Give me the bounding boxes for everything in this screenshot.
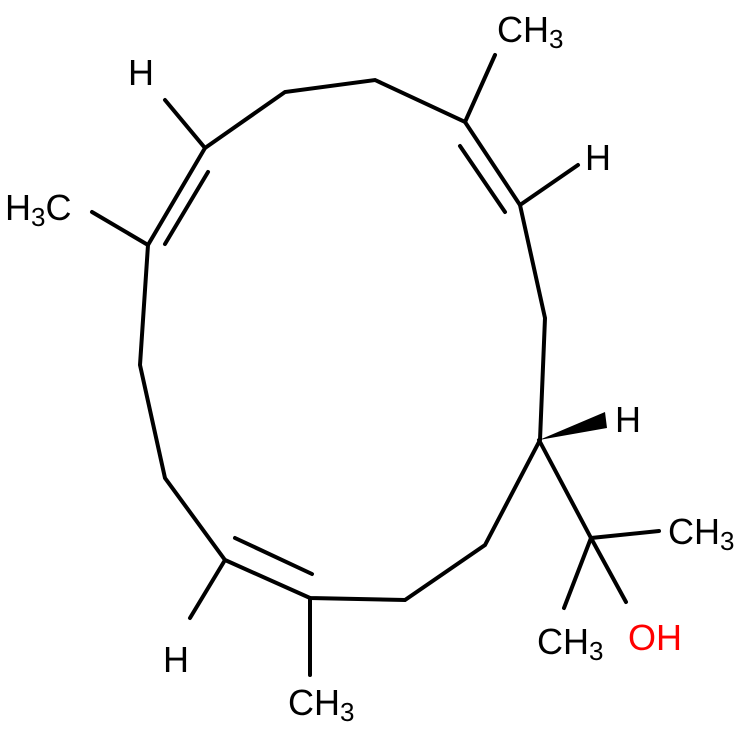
- bond-side-methyl: [589, 529, 661, 540]
- label-h-right: H: [585, 137, 611, 178]
- bond-lower-methyl: [562, 536, 593, 610]
- bond-top-h: [163, 98, 207, 150]
- double-bond-inner-bottom: [233, 536, 314, 576]
- label-ch3-side: CH3: [668, 511, 734, 556]
- label-h-top-left: H: [128, 52, 154, 93]
- macrocycle-ring: [137, 77, 548, 603]
- bond-bottom-h: [188, 558, 227, 620]
- label-ch3-lower: CH3: [537, 621, 603, 666]
- label-h-stereo: H: [615, 399, 641, 440]
- stereo-wedge-bond: [539, 412, 607, 440]
- label-h-bottom-left: H: [163, 639, 189, 680]
- substituent-bonds: [90, 53, 661, 677]
- ring-bonds: [137, 77, 548, 603]
- label-ch3-top-right: CH3: [497, 9, 563, 54]
- bond-top-methyl: [463, 53, 497, 124]
- bond-left-methyl: [90, 210, 150, 247]
- bond-hydroxyl: [589, 536, 628, 604]
- label-hydroxyl: OH: [628, 617, 682, 658]
- bond-right-h: [518, 163, 580, 207]
- label-ch3-bottom: CH3: [288, 682, 354, 727]
- double-bond-inner-left: [163, 170, 210, 246]
- atom-labels: H CH3 H H3C H CH3 CH3 OH H CH3: [5, 9, 734, 727]
- double-bond-inner-right: [458, 144, 507, 214]
- label-h3c-left: H3C: [5, 187, 71, 232]
- bond-side-chain: [537, 438, 593, 540]
